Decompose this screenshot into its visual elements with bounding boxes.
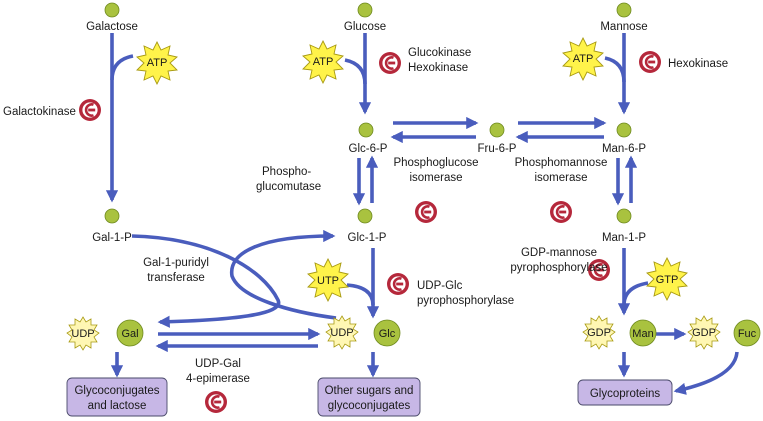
box-glycoproteins <box>577 379 673 406</box>
node-gal1p <box>104 208 120 224</box>
gal-label: Gal <box>121 328 138 340</box>
arrow-atp-glucose <box>344 58 367 85</box>
label-man1p: Man-1-P <box>602 232 646 244</box>
label-phosphomannose-1: Phosphomannose <box>515 157 608 169</box>
label-phosphomannose-2: isomerase <box>534 172 587 184</box>
node-fru6p <box>489 122 505 138</box>
glycoproteins-label: Glycoproteins <box>590 388 661 400</box>
man-label: Man <box>632 328 653 340</box>
atp-label-mannose: ATP <box>573 53 594 65</box>
enzyme-icon-galactokinase <box>77 97 103 123</box>
gdp-label-man: GDP <box>587 327 611 339</box>
enzyme-icon-phosphomannose-isomerase <box>548 199 574 225</box>
label-hexokinase-mannose: Hexokinase <box>668 58 728 70</box>
enzyme-icon-phosphoglucose-isomerase <box>413 199 439 225</box>
label-phosphoglucose-1: Phosphoglucose <box>393 157 478 169</box>
label-glucokinase-2: Hexokinase <box>408 62 468 74</box>
enzyme-labels: Galactokinase Glucokinase Hexokinase Hex… <box>3 47 728 385</box>
label-udpgal-1: UDP-Gal <box>195 358 241 370</box>
arrow-gal1p-cross <box>131 234 281 328</box>
enzyme-icon-udpgal-epimerase <box>203 389 229 415</box>
arrow-atp-mannose <box>604 56 626 83</box>
othersugars-line1: Other sugars and <box>325 385 414 397</box>
node-glc6p <box>358 122 374 138</box>
udp-gal: UDP Gal <box>66 316 144 351</box>
metabolite-nodes <box>104 2 632 224</box>
othersugars-line2: glycoconjugates <box>328 400 411 412</box>
gdp-label-fuc: GDP <box>692 327 716 339</box>
label-mannose: Mannose <box>600 21 647 33</box>
product-boxes: Glycoconjugates and lactose Other sugars… <box>66 377 673 417</box>
label-phosphoglucomutase-1: Phospho- <box>262 166 311 178</box>
metabolite-labels: Galactose Glucose Mannose Glc-6-P Fru-6-… <box>86 21 648 244</box>
label-gal1puridyl-2: transferase <box>147 272 205 284</box>
node-man1p <box>616 208 632 224</box>
node-glucose <box>357 2 373 18</box>
enzyme-icon-hexokinase-mannose <box>637 49 663 75</box>
arrow-udpglc-cross <box>229 229 337 320</box>
node-galactose <box>104 2 120 18</box>
fuc-label: Fuc <box>738 328 757 340</box>
gtp-burst: GTP <box>646 256 688 302</box>
udp-glc: UDP Glc <box>325 315 401 350</box>
label-galactokinase: Galactokinase <box>3 106 76 118</box>
label-gal1puridyl-1: Gal-1-puridyl <box>143 257 209 269</box>
glycoconjugates-line1: Glycoconjugates <box>74 385 159 397</box>
arrows <box>105 33 739 395</box>
label-man6p: Man-6-P <box>602 143 646 155</box>
label-udpglc-2: pyrophosphorylase <box>417 295 514 307</box>
label-galactose: Galactose <box>86 21 138 33</box>
label-glc6p: Glc-6-P <box>349 143 388 155</box>
arrow-utp-join <box>346 283 375 306</box>
atp-burst-mannose: ATP <box>562 36 604 82</box>
label-udpgal-2: 4-epimerase <box>186 373 250 385</box>
atp-label-galactose: ATP <box>147 57 168 69</box>
atp-label-glucose: ATP <box>313 56 334 68</box>
gdp-fuc: GDP Fuc <box>687 315 761 350</box>
atp-burst-glucose: ATP <box>302 39 344 85</box>
label-gal1p: Gal-1-P <box>92 232 132 244</box>
glc-label: Glc <box>379 328 396 340</box>
arrow-gdpfuc-to-glycoproteins <box>673 351 739 395</box>
arrow-atp-galactose <box>110 54 134 81</box>
atp-burst-galactose: ATP <box>136 40 178 86</box>
label-gdpmannose-2: pyrophosphorylase <box>510 262 607 274</box>
glycoconjugates-line2: and lactose <box>88 400 147 412</box>
label-gdpmannose-1: GDP-mannose <box>521 247 597 259</box>
box-other-sugars <box>317 377 421 417</box>
utp-burst: UTP <box>307 257 349 303</box>
label-fru6p: Fru-6-P <box>478 143 517 155</box>
label-glucose: Glucose <box>344 21 386 33</box>
node-man6p <box>616 122 632 138</box>
gtp-label: GTP <box>656 274 679 286</box>
label-glc1p: Glc-1-P <box>348 232 387 244</box>
udp-label-glc: UDP <box>330 327 353 339</box>
node-glc1p <box>357 208 373 224</box>
utp-label: UTP <box>317 275 339 287</box>
gdp-man: GDP Man <box>582 315 657 350</box>
enzyme-icon-udpglc-pyrophosphorylase <box>385 271 411 297</box>
box-glycoconjugates <box>66 377 168 417</box>
label-glucokinase-1: Glucokinase <box>408 47 471 59</box>
energy-bursts: ATP ATP ATP UTP GTP <box>136 36 688 303</box>
label-phosphoglucomutase-2: glucomutase <box>256 181 321 193</box>
nucleotide-sugars: UDP Gal UDP Glc GDP Man GDP Fuc <box>66 315 761 351</box>
arrow-gtp-join <box>622 281 649 306</box>
label-udpglc-1: UDP-Glc <box>417 280 463 292</box>
node-mannose <box>616 2 632 18</box>
udp-label-gal: UDP <box>71 328 94 340</box>
enzyme-icon-glucokinase <box>377 50 403 76</box>
label-phosphoglucose-2: isomerase <box>409 172 462 184</box>
